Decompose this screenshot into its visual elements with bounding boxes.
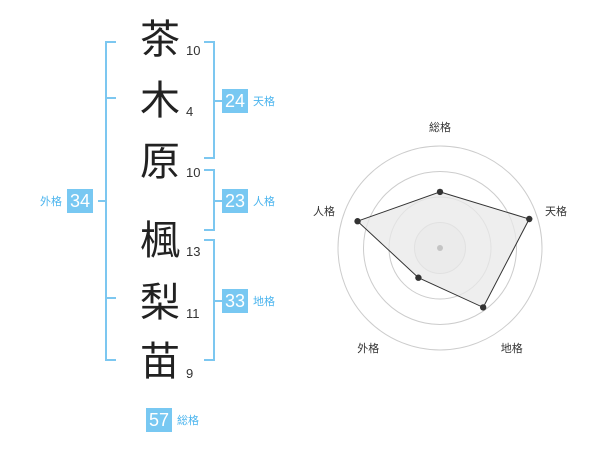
radar-axis-label-4: 人格 bbox=[312, 205, 335, 219]
radar-axis-label-2: 地格 bbox=[500, 341, 523, 355]
surname-strokes-1: 10 bbox=[186, 43, 201, 58]
radar-center bbox=[437, 245, 443, 251]
chikaku-badge: 33 地格 bbox=[222, 289, 275, 313]
radar-point-2 bbox=[479, 304, 487, 311]
given-strokes-3: 9 bbox=[186, 366, 194, 381]
surname-char-3: 原 bbox=[140, 139, 180, 185]
tenkaku-badge: 24 天格 bbox=[222, 89, 275, 113]
radar-axis-label-1: 天格 bbox=[545, 205, 568, 219]
given-char-3: 苗 bbox=[140, 339, 180, 385]
chikaku-label: 地格 bbox=[253, 295, 275, 308]
surname-strokes-3: 10 bbox=[186, 165, 201, 180]
radar-axis-label-3: 外格 bbox=[357, 341, 380, 355]
gaikaku-value: 34 bbox=[67, 189, 93, 213]
given-char-1: 楓 bbox=[140, 218, 180, 264]
given-char-2: 梨 bbox=[140, 280, 180, 326]
radar-point-0 bbox=[436, 188, 444, 196]
soukaku-label: 総格 bbox=[177, 414, 199, 427]
given-strokes-1: 13 bbox=[186, 244, 201, 259]
soukaku-value: 57 bbox=[146, 408, 172, 432]
soukaku-badge: 57 総格 bbox=[146, 408, 199, 432]
chikaku-value: 33 bbox=[222, 289, 248, 313]
surname-strokes-2: 4 bbox=[186, 104, 194, 119]
radar-point-1 bbox=[526, 215, 533, 223]
jinkaku-value: 23 bbox=[222, 189, 248, 213]
gaikaku-badge: 外格 34 bbox=[40, 189, 93, 213]
surname-char-1: 茶 bbox=[140, 17, 180, 63]
radar-polygon bbox=[356, 191, 530, 309]
radar-point-3 bbox=[415, 274, 422, 281]
surname-char-2: 木 bbox=[140, 78, 180, 124]
gaikaku-label: 外格 bbox=[40, 195, 62, 208]
radar-point-4 bbox=[354, 218, 361, 225]
jinkaku-badge: 23 人格 bbox=[222, 189, 275, 213]
jinkaku-label: 人格 bbox=[253, 195, 275, 208]
radar-axis-label-0: 総格 bbox=[429, 121, 451, 134]
tenkaku-label: 天格 bbox=[253, 95, 275, 108]
given-strokes-2: 11 bbox=[186, 306, 200, 321]
tenkaku-value: 24 bbox=[222, 89, 248, 113]
